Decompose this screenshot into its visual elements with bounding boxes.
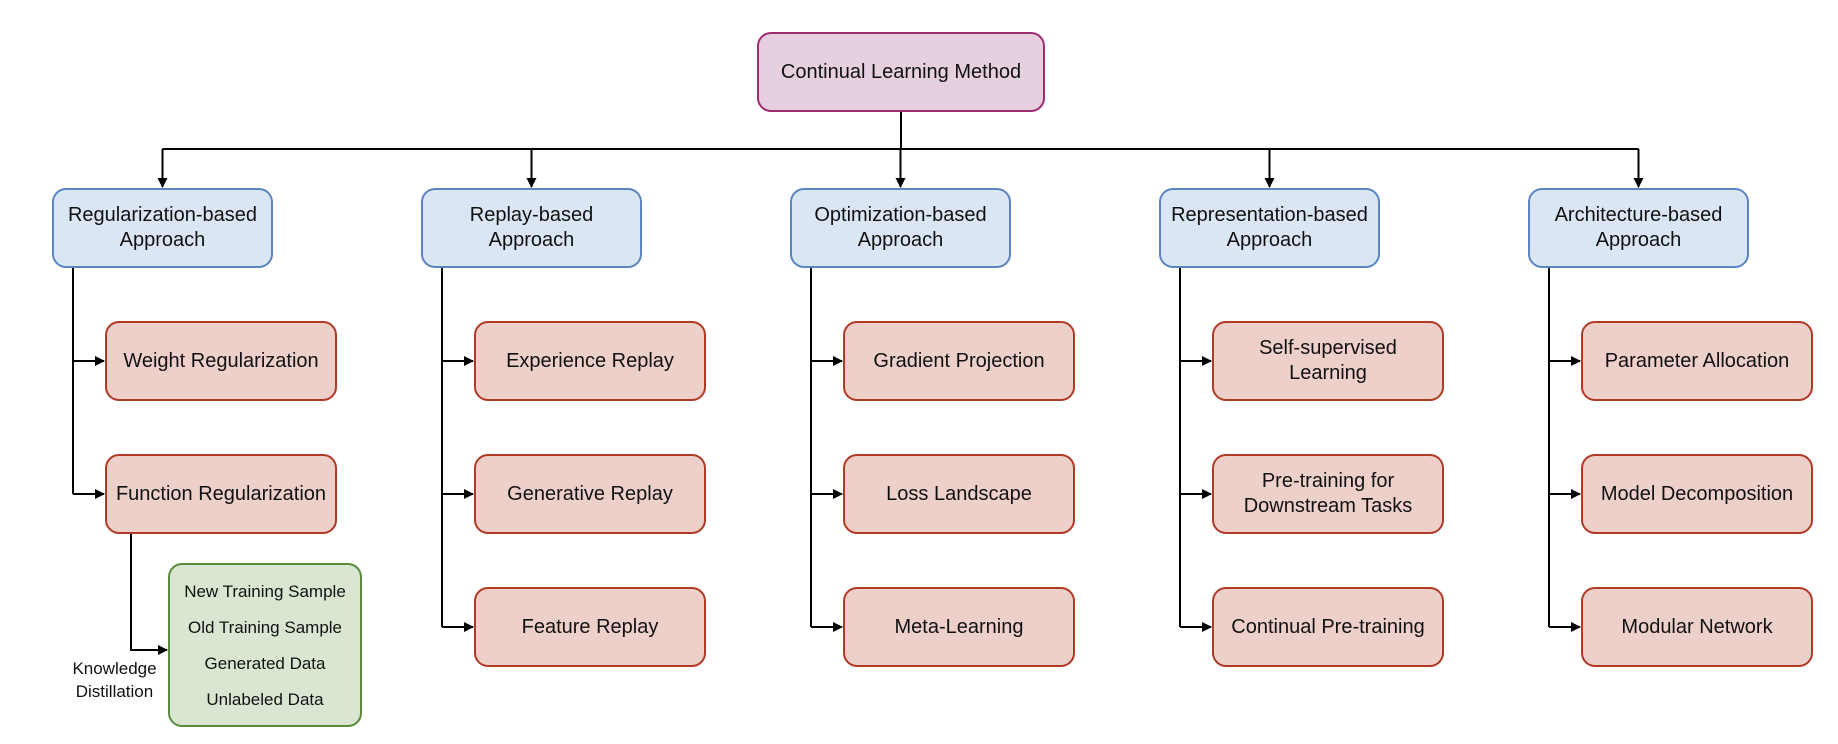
distillation-arrow [130, 534, 168, 655]
leaf-modular-network: Modular Network [1581, 587, 1813, 667]
leaf-loss-landscape: Loss Landscape [843, 454, 1075, 534]
leaf-feature-replay: Feature Replay [474, 587, 706, 667]
leaf-generative-replay: Generative Replay [474, 454, 706, 534]
category-representation-based-approach: Representation-based Approach [1159, 188, 1380, 268]
leaf-meta-learning: Meta-Learning [843, 587, 1075, 667]
leaf-gradient-projection: Gradient Projection [843, 321, 1075, 401]
root-node: Continual Learning Method [757, 32, 1045, 112]
category-architecture-based-approach: Architecture-based Approach [1528, 188, 1749, 268]
leaf-model-decomposition: Model Decomposition [1581, 454, 1813, 534]
category-replay-based-approach: Replay-based Approach [421, 188, 642, 268]
leaf-function-regularization: Function Regularization [105, 454, 337, 534]
kd-item-new-training-sample: New Training Sample [184, 581, 346, 601]
knowledge-distillation-label: Knowledge Distillation [72, 659, 157, 701]
leaf-pre-training-for-downstream-tasks: Pre-training for Downstream Tasks [1212, 454, 1444, 534]
leaf-parameter-allocation: Parameter Allocation [1581, 321, 1813, 401]
leaf-continual-pre-training: Continual Pre-training [1212, 587, 1444, 667]
knowledge-distillation-box: New Training Sample Old Training Sample … [168, 563, 362, 727]
leaf-experience-replay: Experience Replay [474, 321, 706, 401]
category-optimization-based-approach: Optimization-based Approach [790, 188, 1011, 268]
category-regularization-based-approach: Regularization-based Approach [52, 188, 273, 268]
kd-item-old-training-sample: Old Training Sample [187, 617, 343, 637]
kd-item-unlabeled-data: Unlabeled Data [206, 689, 324, 709]
leaf-self-supervised-learning: Self-supervised Learning [1212, 321, 1444, 401]
kd-item-generated-data: Generated Data [204, 653, 326, 673]
leaf-weight-regularization: Weight Regularization [105, 321, 337, 401]
